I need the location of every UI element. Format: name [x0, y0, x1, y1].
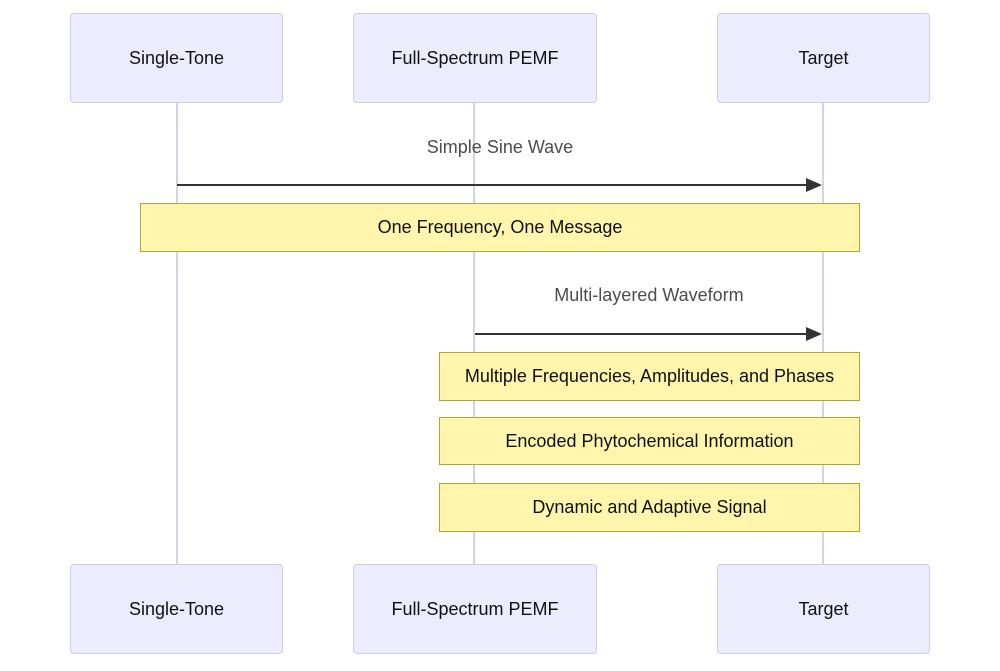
actor-top-target: Target: [717, 13, 930, 103]
message-label-multi-layered-waveform: Multi-layered Waveform: [554, 285, 744, 305]
actor-label: Single-Tone: [128, 598, 225, 619]
actor-bottom-target: Target: [717, 564, 930, 654]
message-arrow-line: [177, 184, 807, 186]
actor-bottom-full-spectrum-pemf: Full-Spectrum PEMF: [353, 564, 597, 654]
arrowhead-icon: [806, 178, 822, 192]
actor-label: Single-Tone: [128, 47, 225, 68]
note-multiple-frequencies: Multiple Frequencies, Amplitudes, and Ph…: [439, 352, 860, 401]
note-label: Multiple Frequencies, Amplitudes, and Ph…: [464, 366, 835, 386]
actor-top-full-spectrum-pemf: Full-Spectrum PEMF: [353, 13, 597, 103]
arrowhead-icon: [806, 327, 822, 341]
lifeline-full-spectrum-pemf: [473, 103, 475, 564]
actor-label: Target: [798, 598, 849, 619]
note-label: Dynamic and Adaptive Signal: [532, 497, 767, 517]
lifeline-target: [822, 103, 824, 564]
note-dynamic-and-adaptive-signal: Dynamic and Adaptive Signal: [439, 483, 860, 532]
lifeline-single-tone: [176, 103, 178, 564]
actor-label: Target: [798, 47, 849, 68]
note-one-frequency-one-message: One Frequency, One Message: [140, 203, 860, 252]
note-label: One Frequency, One Message: [377, 217, 623, 237]
actor-bottom-single-tone: Single-Tone: [70, 564, 283, 654]
message-label-simple-sine-wave: Simple Sine Wave: [426, 137, 574, 157]
actor-label: Full-Spectrum PEMF: [391, 47, 559, 68]
note-label: Encoded Phytochemical Information: [505, 430, 794, 451]
message-arrow-line: [475, 333, 807, 335]
actor-label: Full-Spectrum PEMF: [391, 598, 559, 619]
note-encoded-phytochemical-information: Encoded Phytochemical Information: [439, 417, 860, 465]
actor-top-single-tone: Single-Tone: [70, 13, 283, 103]
